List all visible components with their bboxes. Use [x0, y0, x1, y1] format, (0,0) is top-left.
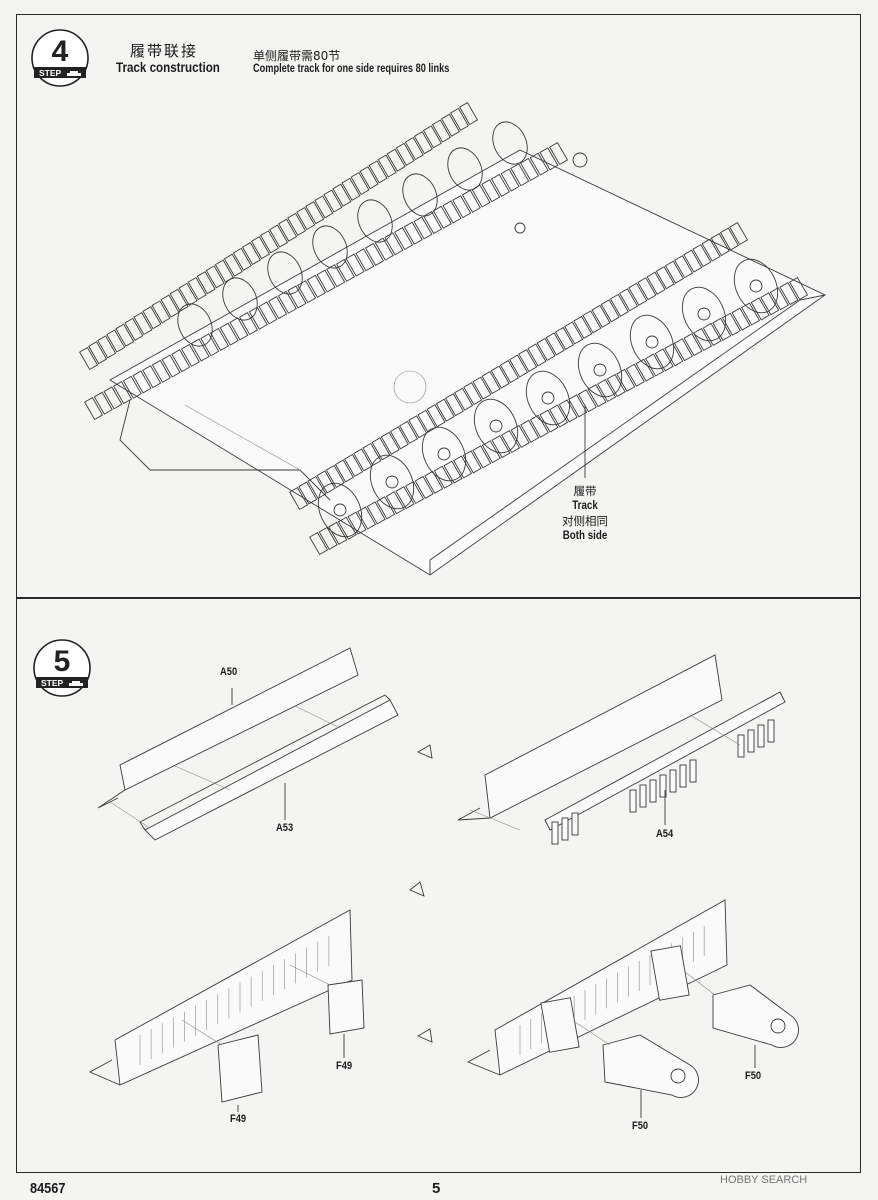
tank-icon [67, 71, 81, 76]
callout-bothside-en: Both side [562, 530, 608, 542]
step4-badge: 4 STEP [31, 29, 89, 87]
kit-code: 84567 [30, 1180, 66, 1197]
label-f49-right: F49 [336, 1060, 353, 1072]
left-track [79, 101, 569, 421]
part-a54-assembly [484, 654, 723, 819]
label-a54: A54 [656, 828, 674, 840]
step-arrow-3 [417, 1028, 433, 1043]
rail-left [114, 909, 353, 1086]
step5-label: STEP [41, 678, 64, 688]
step4-title-cn: 履带联接 [130, 42, 199, 60]
part-a50 [119, 647, 359, 791]
part-f50-right [712, 984, 799, 1048]
right-roadwheels [317, 258, 779, 538]
step4-note-cn: 单侧履带需80节 [253, 49, 341, 63]
step4-title-en: Track construction [116, 60, 220, 75]
callout-track-en: Track [572, 500, 598, 512]
part-f50-left [602, 1034, 699, 1098]
a54-teeth [551, 719, 775, 845]
watermark: HOBBY SEARCH [720, 1174, 808, 1186]
label-f50-left: F50 [632, 1120, 649, 1132]
step4-number: 4 [52, 35, 69, 68]
part-a53 [144, 699, 399, 841]
label-a50: A50 [220, 666, 238, 678]
step-arrow-1 [417, 744, 433, 759]
step-arrow-2 [409, 881, 425, 897]
callout-track-cn: 履带 [573, 484, 597, 498]
step5-badge: 5 STEP [33, 639, 91, 697]
step5-number: 5 [54, 645, 71, 678]
step4-label: STEP [39, 68, 62, 78]
label-a53: A53 [276, 822, 294, 834]
page-number: 5 [432, 1180, 441, 1197]
part-f49-right [327, 979, 365, 1035]
step4-panel [16, 14, 861, 598]
step4-note-en: Complete track for one side requires 80 … [253, 63, 450, 75]
right-track [289, 221, 809, 556]
track-callout: 履带 Track 对侧相同 Both side [540, 484, 630, 544]
label-f49-left: F49 [230, 1113, 247, 1125]
label-f50-right: F50 [745, 1070, 762, 1082]
track-assembly-illustration [79, 101, 826, 576]
callout-bothside-cn: 对侧相同 [562, 514, 608, 528]
tank-icon [69, 681, 83, 686]
step5-panel [16, 598, 861, 1173]
left-roadwheels [177, 121, 528, 347]
part-f49-left [217, 1034, 263, 1103]
